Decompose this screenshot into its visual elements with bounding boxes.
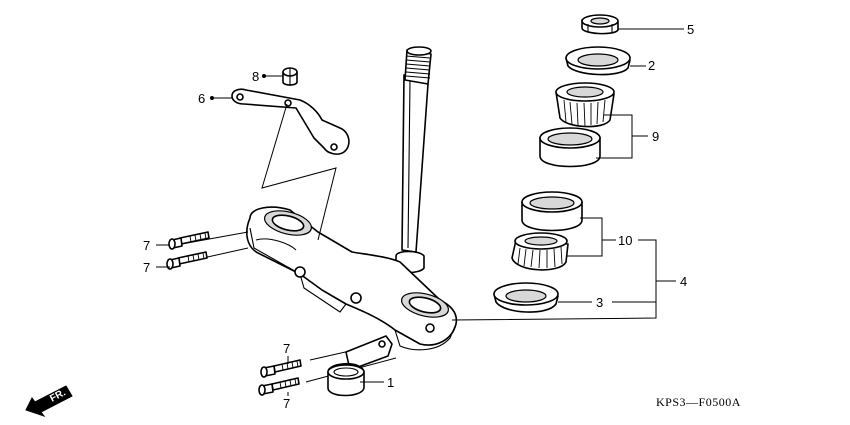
direction-arrow-icon — [25, 385, 73, 417]
callout-7c: 7 — [283, 341, 290, 356]
bolt-clamp-lower[interactable] — [258, 377, 300, 396]
upper-tapered-bearing[interactable] — [555, 82, 615, 128]
callout-6: 6 — [198, 91, 205, 106]
callout-9: 9 — [652, 129, 659, 144]
callout-3: 3 — [596, 295, 603, 310]
upper-dust-seal[interactable] — [565, 46, 631, 76]
callout-7d: 7 — [283, 396, 290, 411]
callout-7b: 7 — [143, 260, 150, 275]
lower-dust-seal[interactable] — [493, 282, 559, 313]
callout-5: 5 — [687, 22, 694, 37]
lower-tapered-bearing[interactable] — [511, 232, 569, 271]
diagram-code: KPS3—F0500A — [656, 395, 741, 409]
callout-2: 2 — [648, 58, 655, 73]
lower-bearing-race[interactable] — [521, 191, 583, 232]
callout-10: 10 — [618, 233, 632, 248]
cap-nut[interactable] — [282, 67, 298, 86]
callout-1: 1 — [387, 375, 394, 390]
callout-8: 8 — [252, 69, 259, 84]
bottom-bridge[interactable] — [246, 206, 458, 351]
callout-4: 4 — [680, 274, 687, 289]
fork-clamp[interactable] — [327, 335, 393, 397]
front-direction-indicator: FR. — [25, 385, 73, 417]
bolt-lower-left[interactable] — [166, 251, 208, 270]
bolt-upper-left[interactable] — [168, 231, 210, 250]
callout-leaders — [156, 28, 684, 396]
steering-stem[interactable] — [395, 46, 432, 274]
hose-guide-bracket[interactable] — [231, 88, 350, 155]
bolt-clamp-upper[interactable] — [260, 359, 302, 378]
callout-7a: 7 — [143, 238, 150, 253]
stem-nut[interactable] — [581, 14, 619, 35]
upper-bearing-race[interactable] — [539, 127, 601, 168]
